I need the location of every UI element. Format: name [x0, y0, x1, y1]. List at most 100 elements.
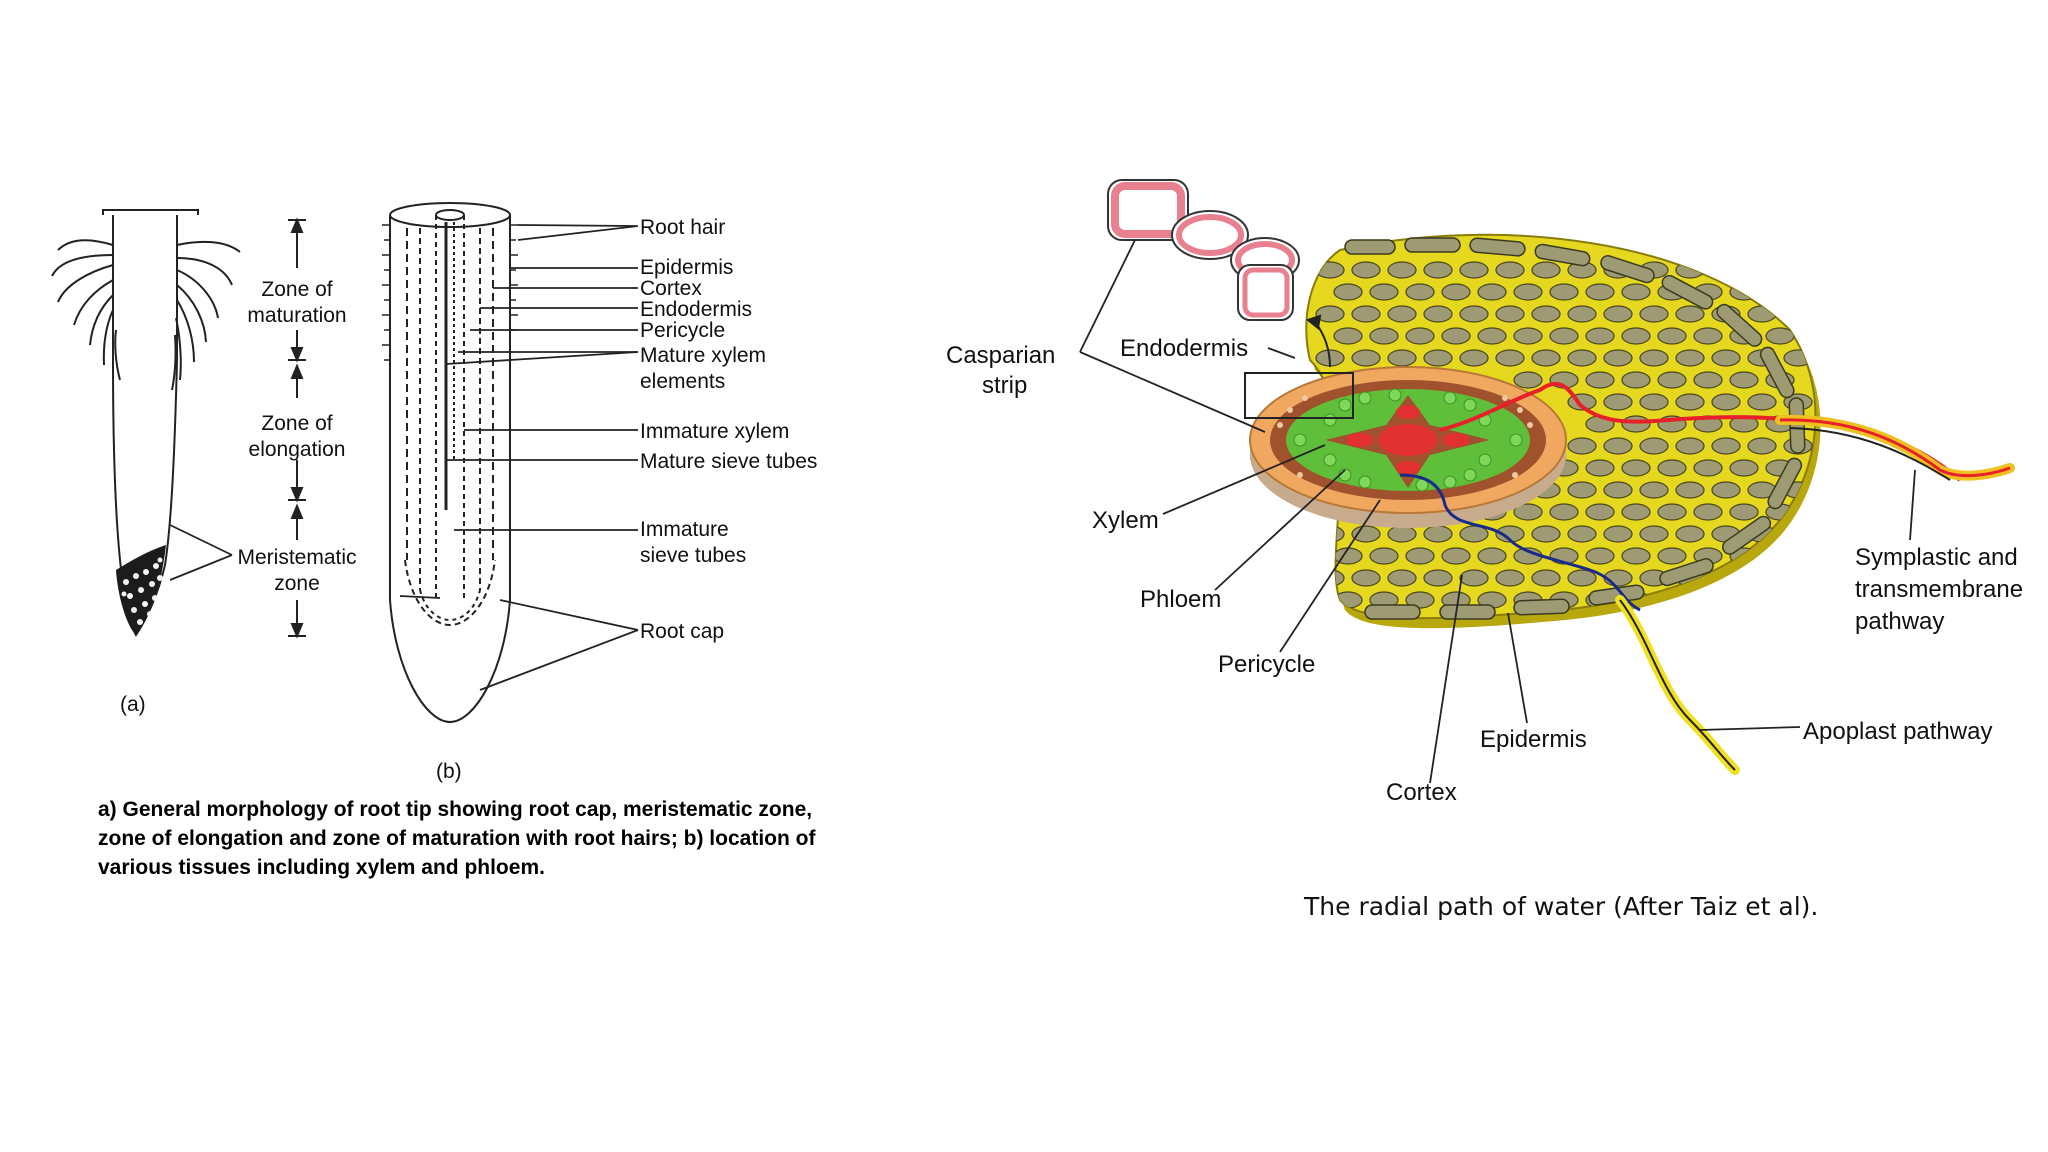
cortex-cell: [1333, 283, 1363, 301]
cortex-cell: [1495, 305, 1525, 323]
label-epidermis: Epidermis: [640, 256, 733, 279]
cortex-cell: [1639, 525, 1669, 543]
label-cortex: Cortex: [640, 277, 702, 300]
cortex-cell: [1657, 327, 1687, 345]
cortex-cell: [1567, 525, 1597, 543]
left-caption: a) General morphology of root tip showin…: [98, 795, 878, 882]
cortex-cell: [1477, 547, 1507, 565]
label-apoplast: Apoplast pathway: [1803, 718, 1992, 745]
phloem-cell: [1293, 433, 1307, 447]
cortex-cell: [1639, 393, 1669, 411]
cortex-cell: [1693, 459, 1723, 477]
label-pericycle-right: Pericycle: [1218, 651, 1315, 678]
stele: [1249, 366, 1567, 528]
cortex-cell: [1675, 525, 1705, 543]
cortex-cell: [1765, 547, 1795, 565]
cortex-cell: [1423, 305, 1453, 323]
phloem-cell: [1478, 453, 1492, 467]
cortex-cell: [1423, 349, 1453, 367]
cortex-cell: [1585, 459, 1615, 477]
cortex-cell: [1603, 525, 1633, 543]
label-phloem: Phloem: [1140, 586, 1221, 613]
cortex-cell: [1603, 481, 1633, 499]
zone-markers: [288, 217, 306, 639]
cortex-cell: [1693, 503, 1723, 521]
label-casparian-1: Casparian: [946, 342, 1055, 369]
cortex-cell: [1477, 327, 1507, 345]
cortex-cell: [1531, 305, 1561, 323]
cortex-cell: [1441, 283, 1471, 301]
cortex-cell: [1693, 371, 1723, 389]
cortex-cell: [1783, 261, 1813, 279]
panel-a-label: (a): [120, 693, 146, 716]
cortex-cell: [1585, 503, 1615, 521]
cortex-cell: [1621, 503, 1651, 521]
cortex-cell: [1621, 415, 1651, 433]
cortex-cell: [1747, 393, 1777, 411]
cortex-cell: [1711, 393, 1741, 411]
cortex-cell: [1729, 371, 1759, 389]
phloem-cell: [1338, 398, 1352, 412]
cortex-cell: [1675, 393, 1705, 411]
cortex-cell: [1513, 327, 1543, 345]
right-caption: The radial path of water (After Taiz et …: [1304, 892, 1819, 921]
cortex-cell: [1315, 305, 1345, 323]
cortex-cell: [1729, 283, 1759, 301]
cortex-cell: [1711, 481, 1741, 499]
label-endodermis-right: Endodermis: [1120, 335, 1248, 362]
cortex-cell: [1621, 547, 1651, 565]
cortex-cell: [1639, 437, 1669, 455]
phloem-cell: [1463, 468, 1477, 482]
cortex-cell: [1513, 371, 1543, 389]
cortex-cell: [1405, 283, 1435, 301]
cortex-cell: [1603, 305, 1633, 323]
phloem-cell: [1509, 433, 1523, 447]
cortex-cell: [1765, 283, 1795, 301]
cortex-cell: [1567, 305, 1597, 323]
cortex-cell: [1693, 327, 1723, 345]
cortex-cell: [1603, 437, 1633, 455]
cortex-cell: [1711, 437, 1741, 455]
cortex-cell: [1549, 503, 1579, 521]
cortex-cell: [1405, 591, 1435, 609]
cortex-cell: [1351, 525, 1381, 543]
cortex-cell: [1747, 437, 1777, 455]
cortex-cell: [1549, 283, 1579, 301]
symplastic-pathway: [1439, 381, 2015, 482]
cortex-cell: [1369, 327, 1399, 345]
cortex-cell: [1783, 569, 1813, 587]
zone-elongation-line2: elongation: [249, 438, 346, 461]
cortex-cell: [1495, 261, 1525, 279]
cortex-cell: [1549, 327, 1579, 345]
zone-maturation-line1: Zone of: [261, 278, 332, 301]
label-immature-sieve-2: sieve tubes: [640, 544, 746, 567]
label-root-cap: Root cap: [640, 620, 724, 643]
cortex-cell: [1729, 459, 1759, 477]
cortex-cell: [1621, 459, 1651, 477]
cortex-cell: [1495, 349, 1525, 367]
cortex-cell: [1783, 305, 1813, 323]
phloem-cell: [1463, 398, 1477, 412]
cortex-cell: [1621, 327, 1651, 345]
cortex-cell: [1513, 283, 1543, 301]
cortex-cell: [1333, 327, 1363, 345]
phloem-cell: [1323, 413, 1337, 427]
label-symplastic-2: transmembrane: [1855, 576, 2023, 603]
cortex-cell: [1675, 481, 1705, 499]
cortex-cell: [1747, 261, 1777, 279]
cortex-cell: [1639, 349, 1669, 367]
label-mature-sieve: Mature sieve tubes: [640, 450, 817, 473]
cortex-cell: [1423, 261, 1453, 279]
cortex-cell: [1675, 305, 1705, 323]
apoplast-pathway: [1399, 473, 1740, 775]
cortex-cell: [1711, 261, 1741, 279]
cortex-cell: [1315, 569, 1345, 587]
cortex-cell: [1729, 591, 1759, 609]
cortex-cell: [1405, 327, 1435, 345]
zone-elongation-line1: Zone of: [261, 412, 332, 435]
cortex-cell: [1567, 437, 1597, 455]
label-symplastic-3: pathway: [1855, 608, 1944, 635]
cortex-cell: [1513, 503, 1543, 521]
